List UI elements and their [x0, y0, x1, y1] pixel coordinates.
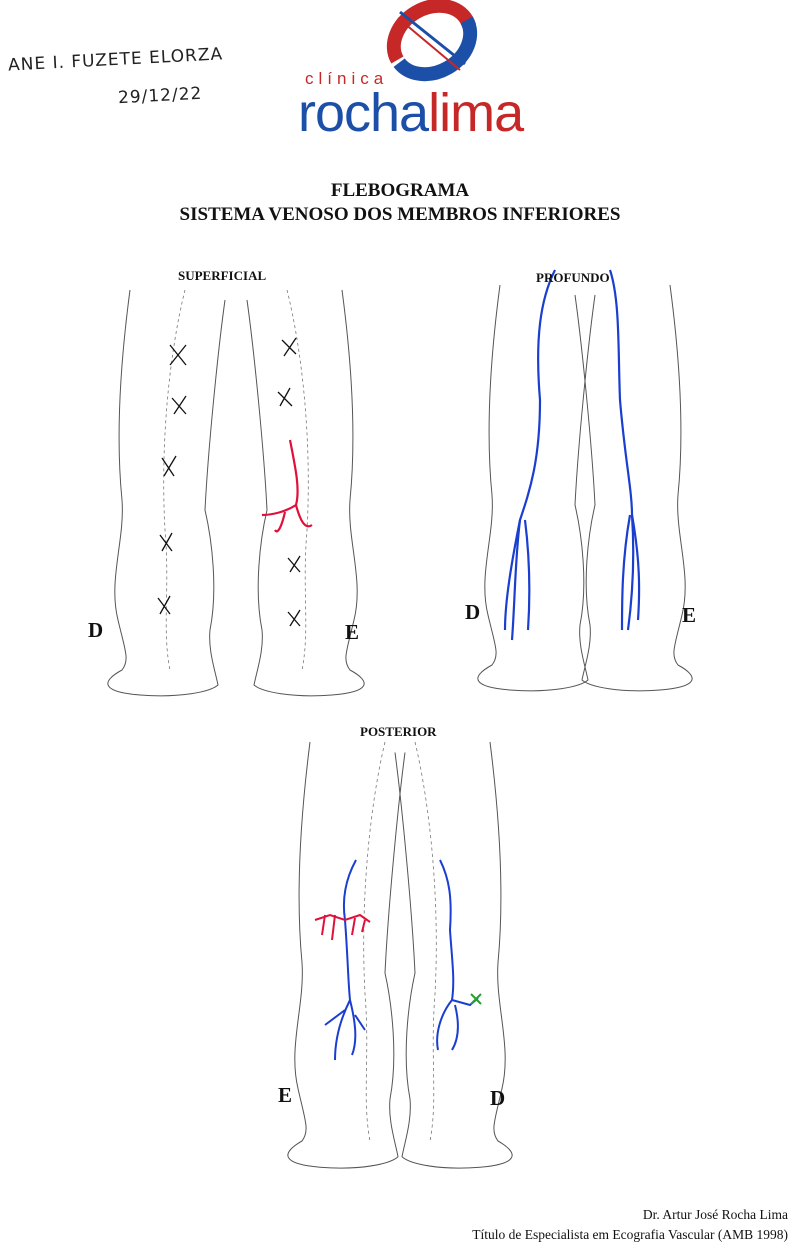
doctor-credential: Título de Especialista em Ecografia Vasc…	[472, 1227, 788, 1242]
reflux-vein-posterior	[314, 913, 371, 941]
deep-veins	[503, 269, 641, 641]
document-subtitle: SISTEMA VENOSO DOS MEMBROS INFERIORES	[179, 204, 621, 225]
superficial-right-leg	[107, 289, 226, 697]
ligation-marks	[157, 337, 301, 627]
label-superficial: SUPERFICIAL	[178, 268, 267, 283]
posterior-left-side: E	[278, 1083, 293, 1107]
reflux-vein-superficial	[261, 439, 313, 533]
superficial-left-side: E	[345, 620, 360, 644]
logo-prefix: clínica	[305, 69, 389, 88]
green-mark-icon	[470, 993, 482, 1005]
document-title: FLEBOGRAMA	[330, 180, 470, 201]
logo-name-rocha: rocha	[298, 83, 429, 143]
logo-name-lima: lima	[428, 83, 524, 143]
profundo-left-side: E	[682, 603, 697, 627]
profundo-right-side: D	[465, 600, 481, 624]
superficial-right-side: D	[88, 618, 104, 642]
profundo-left-leg	[574, 284, 693, 692]
posterior-right-side: D	[490, 1086, 506, 1110]
profundo-right-leg	[477, 284, 596, 692]
doctor-name: Dr. Artur José Rocha Lima	[642, 1207, 788, 1222]
label-profundo: PROFUNDO	[536, 270, 610, 285]
label-posterior: POSTERIOR	[360, 724, 437, 739]
posterior-veins	[324, 859, 479, 1061]
